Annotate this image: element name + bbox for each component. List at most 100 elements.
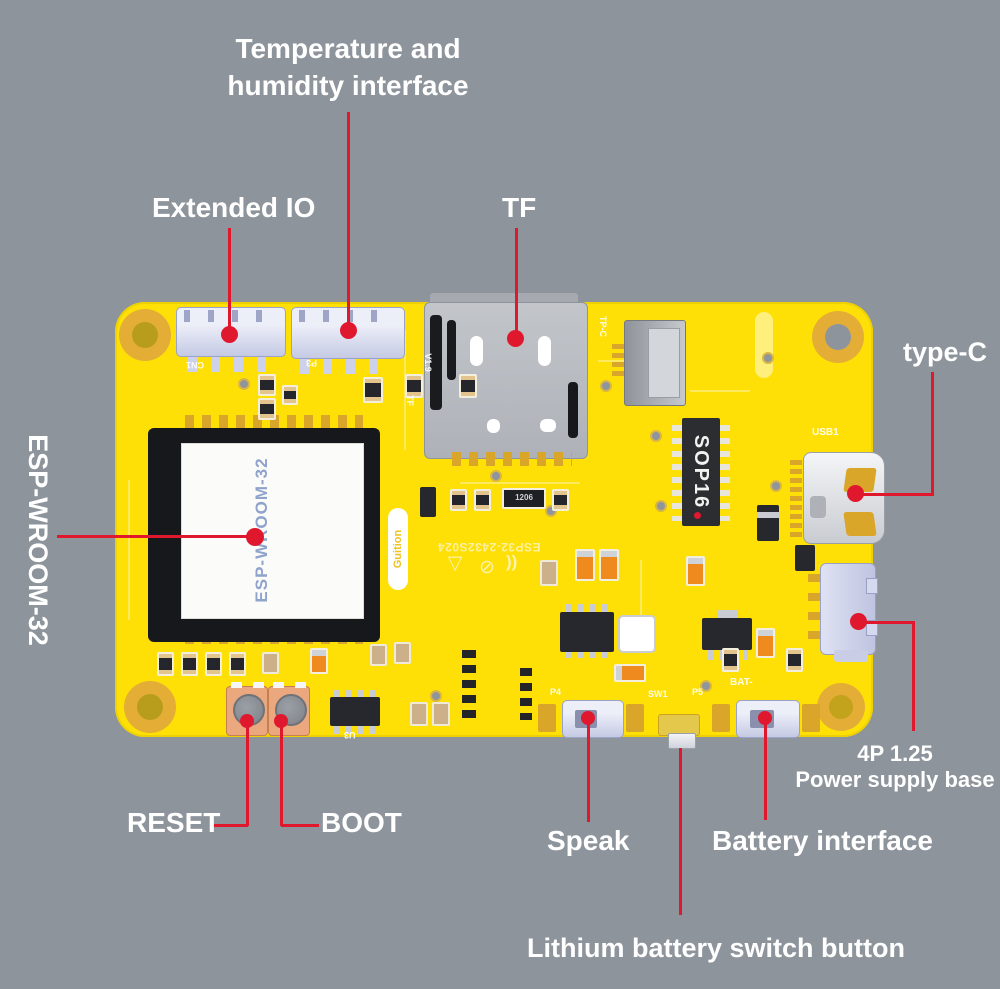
- tf-slot-cutout: [470, 336, 483, 366]
- leader-line-speak: [587, 718, 590, 822]
- smd-component: [722, 648, 739, 672]
- transistor: [420, 487, 436, 517]
- u3-chip: [330, 697, 380, 726]
- usbc-detail: [810, 496, 826, 518]
- battery-pad: [802, 704, 820, 732]
- button-tab: [273, 682, 284, 688]
- leader-line-power-v: [912, 621, 915, 731]
- callout-dot-extended-io: [221, 326, 238, 343]
- soic8-pins: [566, 604, 610, 614]
- smd-component: [258, 374, 276, 396]
- tf-slot-cutout: [487, 419, 500, 433]
- via: [600, 380, 612, 392]
- callout-dot-speak: [581, 711, 595, 725]
- via: [650, 430, 662, 442]
- silkscreen-bat: BAT-: [730, 677, 753, 688]
- callout-dot-boot: [274, 714, 288, 728]
- power-connector-notch: [866, 620, 878, 636]
- silkscreen-p4: P4: [550, 687, 562, 697]
- callout-dot-power: [850, 613, 867, 630]
- leader-line-type-c-v: [931, 372, 934, 496]
- callout-dot-esp-module: [246, 528, 264, 546]
- tf-slot-contact-bar: [430, 315, 442, 410]
- mounting-hole-center: [132, 322, 158, 348]
- power-connector: [820, 563, 876, 655]
- leader-line-reset-h: [214, 824, 248, 827]
- tantalum-cap: [575, 549, 595, 581]
- sop16-text: SOP16: [690, 434, 712, 510]
- mounting-hole-center: [137, 694, 163, 720]
- capacitor: [262, 652, 279, 674]
- capacitor: [540, 560, 558, 586]
- label-type-c: type-C: [903, 337, 988, 367]
- usbc-contact: [843, 512, 877, 536]
- tantalum-cap: [310, 648, 328, 674]
- callout-dot-battery: [758, 711, 772, 725]
- silkscreen-p5: P5: [692, 687, 704, 697]
- module-pin-row-top: [185, 415, 363, 429]
- u3-pins: [334, 724, 376, 734]
- via: [770, 480, 782, 492]
- via: [700, 680, 712, 692]
- smd-component: [786, 648, 803, 672]
- power-connector-foot: [834, 650, 868, 662]
- callout-dot-temp-humidity: [340, 322, 357, 339]
- via: [655, 500, 667, 512]
- smd-component: [282, 385, 298, 405]
- soic8-pins: [566, 648, 610, 658]
- label-power-base: 4P 1.25 Power supply base: [795, 741, 995, 793]
- mounting-hole-center: [829, 695, 853, 719]
- fpc-connector-pins: [612, 344, 626, 380]
- button-tab: [295, 682, 306, 688]
- tantalum-cap: [599, 549, 619, 581]
- silkscreen-model: ESP32-2432S024: [437, 540, 541, 554]
- diode-d1: [757, 505, 779, 541]
- button-tab: [253, 682, 264, 688]
- u3-pins: [334, 690, 376, 700]
- tf-slot-contact-bar: [568, 382, 578, 438]
- capacitor: [410, 702, 428, 726]
- silkscreen-sw1: SW1: [648, 689, 668, 699]
- label-speak: Speak: [547, 825, 630, 856]
- silkscreen-arcs: )): [506, 552, 518, 571]
- tantalum-cap: [686, 556, 705, 586]
- silkscreen-usb1: USB1: [812, 427, 839, 438]
- mounting-hole-center: [825, 324, 851, 350]
- smd-component: [450, 489, 467, 511]
- silkscreen-warning-triangle: △: [447, 554, 463, 575]
- leader-line-temp-humidity: [347, 112, 350, 331]
- label-power-base-line1: 4P 1.25: [857, 741, 933, 766]
- esp32-module-label: [181, 443, 364, 619]
- usbc-pins: [790, 460, 802, 540]
- battery-connector: [736, 700, 800, 738]
- label-tf: TF: [502, 192, 537, 223]
- white-led: [618, 615, 656, 653]
- callout-dot-type-c: [847, 485, 864, 502]
- pcb-trace: [640, 560, 642, 650]
- pcb-trace: [690, 390, 750, 392]
- speaker-pad: [538, 704, 556, 732]
- leader-line-boot-h: [281, 824, 319, 827]
- sop16-pins-left: [672, 425, 684, 521]
- pcb-trace: [598, 360, 624, 362]
- leader-line-type-c-h: [856, 493, 934, 496]
- silkscreen-cn1: CN1: [186, 360, 205, 370]
- soic8-chip: [560, 612, 614, 652]
- callout-dot-reset: [240, 714, 254, 728]
- label-boot: BOOT: [321, 807, 402, 838]
- battery-switch-tab: [668, 733, 696, 749]
- tf-slot-cutout: [538, 336, 551, 366]
- sop16-pins-right: [718, 425, 730, 521]
- sot223-regulator: [702, 618, 752, 650]
- pcb-trace: [128, 480, 130, 620]
- tf-slot-contact-bar: [447, 320, 456, 380]
- smd-component: [229, 652, 246, 676]
- sop16-chip: [682, 418, 720, 526]
- silkscreen-circle-slash: ⊘: [479, 557, 495, 578]
- silkscreen-u3: U3: [344, 730, 356, 740]
- leader-line-power-h: [858, 621, 915, 624]
- label-reset: RESET: [127, 807, 221, 838]
- via: [430, 690, 442, 702]
- leader-line-battery: [764, 718, 767, 820]
- via: [762, 352, 774, 364]
